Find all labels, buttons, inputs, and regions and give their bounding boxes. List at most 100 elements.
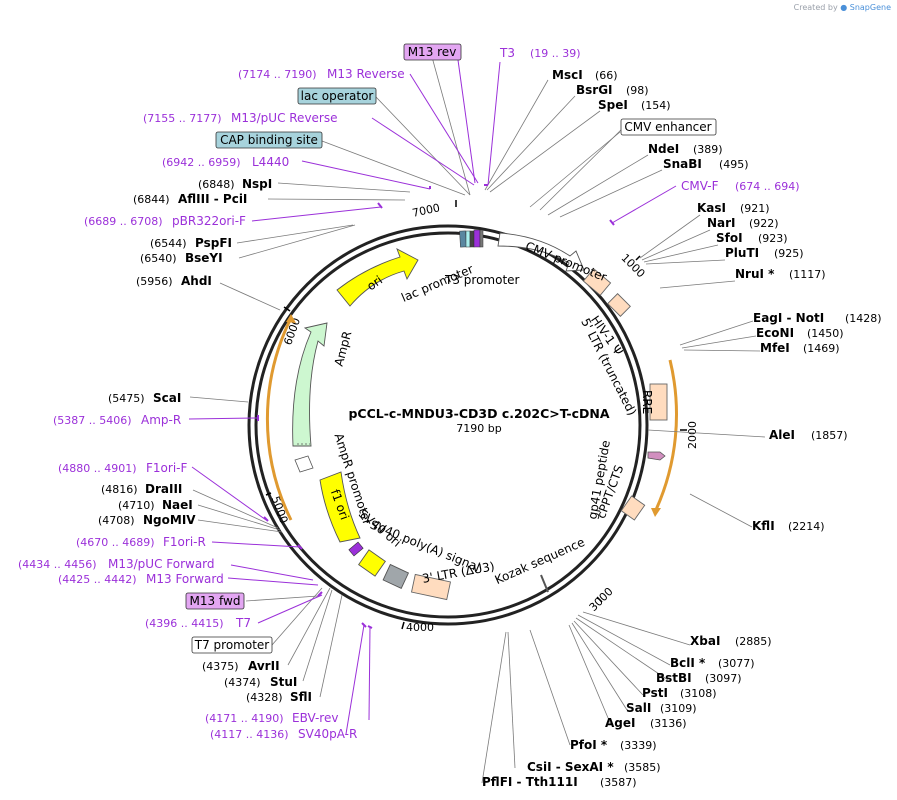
primer-m13pucrev-pos: (7155 .. 7177) <box>143 112 222 125</box>
leader-lines <box>189 56 766 784</box>
ori-feature[interactable] <box>336 248 419 307</box>
sv40-small-block <box>348 541 364 557</box>
site-plutI-name: PluTI <box>725 246 759 260</box>
primer-m13pucfwd-pos: (4434 .. 4456) <box>18 558 97 571</box>
site-pspfI-pos: (6544) <box>150 237 187 250</box>
hiv-psi-block[interactable] <box>607 293 631 317</box>
site-mfeI-name: MfeI <box>760 341 790 355</box>
site-aleI-pos: (1857) <box>811 429 848 442</box>
primer-cmvf-name: CMV-F <box>681 179 719 193</box>
kozak-mark <box>540 574 549 593</box>
ampr-feature[interactable] <box>292 322 328 447</box>
site-bseyI-pos: (6540) <box>140 252 177 265</box>
site-pfoI-pos: (3339) <box>620 739 657 752</box>
primer-cmvf-pos: (674 .. 694) <box>735 180 800 193</box>
primer-m13fwd-pos: (4425 .. 4442) <box>58 573 137 586</box>
site-bstbI-name: BstBI <box>656 671 692 685</box>
primer-f1orif-pos: (4880 .. 4901) <box>58 462 137 475</box>
site-ageI-name: AgeI <box>605 716 635 730</box>
site-naeI-pos: (4710) <box>118 499 155 512</box>
site-snabI-name: SnaBI <box>663 157 702 171</box>
primer-marks <box>257 184 615 629</box>
site-bclI-pos: (3077) <box>718 657 755 670</box>
primer-m13rev-pos: (7174 .. 7190) <box>238 68 317 81</box>
boxed-labels: M13 rev lac operator CAP binding site CM… <box>185 43 717 654</box>
primer-labels: T3 (19 .. 39) CMV-F (674 .. 694) EBV-rev… <box>18 46 800 741</box>
site-nruI-pos: (1117) <box>789 268 826 281</box>
site-naeI-name: NaeI <box>162 498 193 512</box>
site-mscI-name: MscI <box>552 68 583 82</box>
site-xbaI-name: XbaI <box>690 634 720 648</box>
rre-block[interactable] <box>649 383 668 421</box>
primer-pbr-name: pBR322ori-F <box>172 214 246 228</box>
primer-f1orir-pos: (4670 .. 4689) <box>76 536 155 549</box>
cmv-enhancer-box[interactable] <box>620 118 717 136</box>
primer-m13fwd-name: M13 Forward <box>146 572 224 586</box>
site-kflI-pos: (2214) <box>788 520 825 533</box>
cap-binding-label: CAP binding site <box>220 133 318 147</box>
site-csiI-pos: (3585) <box>624 761 661 774</box>
site-afliii-name: AflIII - PciI <box>178 192 247 206</box>
tick-label-2000: 2000 <box>686 421 699 449</box>
site-nruI-name: NruI * <box>735 267 775 281</box>
site-econI-name: EcoNI <box>756 326 794 340</box>
tick-label-7000: 7000 <box>411 201 441 220</box>
site-pfoI-name: PfoI * <box>570 738 608 752</box>
cmv-enhancer-label: CMV enhancer <box>624 120 711 134</box>
primer-pbr-pos: (6689 .. 6708) <box>84 215 163 228</box>
plasmid-size: 7190 bp <box>456 422 501 435</box>
ampr-promoter-feature[interactable] <box>294 455 314 473</box>
site-csiI-name: CsiI - SexAI * <box>527 760 614 774</box>
primer-t7-name: T7 <box>235 616 251 630</box>
orange-arc-left <box>265 317 293 521</box>
site-aleI-name: AleI <box>769 428 795 442</box>
m13-fwd-box[interactable] <box>185 592 245 610</box>
lac-operator-label: lac operator <box>301 89 374 103</box>
rre-label: RRE <box>640 390 654 414</box>
site-sflI-pos: (4328) <box>246 691 283 704</box>
tick-marks <box>265 200 687 630</box>
gp41-block[interactable] <box>647 451 666 461</box>
primer-t7-pos: (4396 .. 4415) <box>145 617 224 630</box>
primer-f1orif-name: F1ori-F <box>146 461 187 475</box>
cmv-promoter-feature[interactable] <box>497 232 585 272</box>
site-pspfI-name: PspFI <box>195 236 232 250</box>
site-sflI-name: SflI <box>290 690 312 704</box>
sv40-polya-block[interactable] <box>382 563 410 589</box>
site-eagI-name: EagI - NotI <box>753 311 824 325</box>
site-kasI-name: KasI <box>697 201 726 215</box>
primer-sv40par-name: SV40pA-R <box>298 727 357 741</box>
cap-binding-box[interactable] <box>215 131 323 149</box>
primer-ampr-name: Amp-R <box>141 413 181 427</box>
primer-t3-name: T3 <box>499 46 515 60</box>
site-avrII-pos: (4375) <box>202 660 239 673</box>
snapgene-watermark: Created by ● SnapGene <box>794 3 891 12</box>
top-small-features <box>459 229 484 248</box>
t7-promoter-label: T7 promoter <box>194 638 270 652</box>
cmv-promoter-label: CMV promoter <box>523 239 608 284</box>
primer-f1orir-name: F1ori-R <box>163 535 206 549</box>
m13-rev-box[interactable] <box>403 43 462 61</box>
site-kasI-pos: (921) <box>740 202 770 215</box>
site-econI-pos: (1450) <box>807 327 844 340</box>
f1-ori-feature[interactable] <box>319 471 361 543</box>
site-ngomiv-pos: (4708) <box>98 514 135 527</box>
primer-l4440-pos: (6942 .. 6959) <box>162 156 241 169</box>
orange-arc-left-head <box>286 314 296 323</box>
site-ndeI-pos: (389) <box>693 143 723 156</box>
site-avrII-name: AvrII <box>248 659 280 673</box>
ltr5-block[interactable] <box>582 268 612 296</box>
lac-operator-box[interactable] <box>297 87 377 105</box>
backbone-outer-ring <box>247 224 649 626</box>
site-stuI-name: StuI <box>270 675 297 689</box>
m13-rev-label: M13 rev <box>408 45 457 59</box>
cppt-block[interactable] <box>620 495 646 521</box>
site-nspI-name: NspI <box>242 177 272 191</box>
tick-label-3000: 3000 <box>587 585 616 614</box>
site-speI-name: SpeI <box>598 98 628 112</box>
t7-promoter-box[interactable] <box>191 636 273 654</box>
sv40-ori-block[interactable] <box>358 549 386 577</box>
site-eagI-pos: (1428) <box>845 312 882 325</box>
ltr3-block[interactable] <box>410 573 452 601</box>
